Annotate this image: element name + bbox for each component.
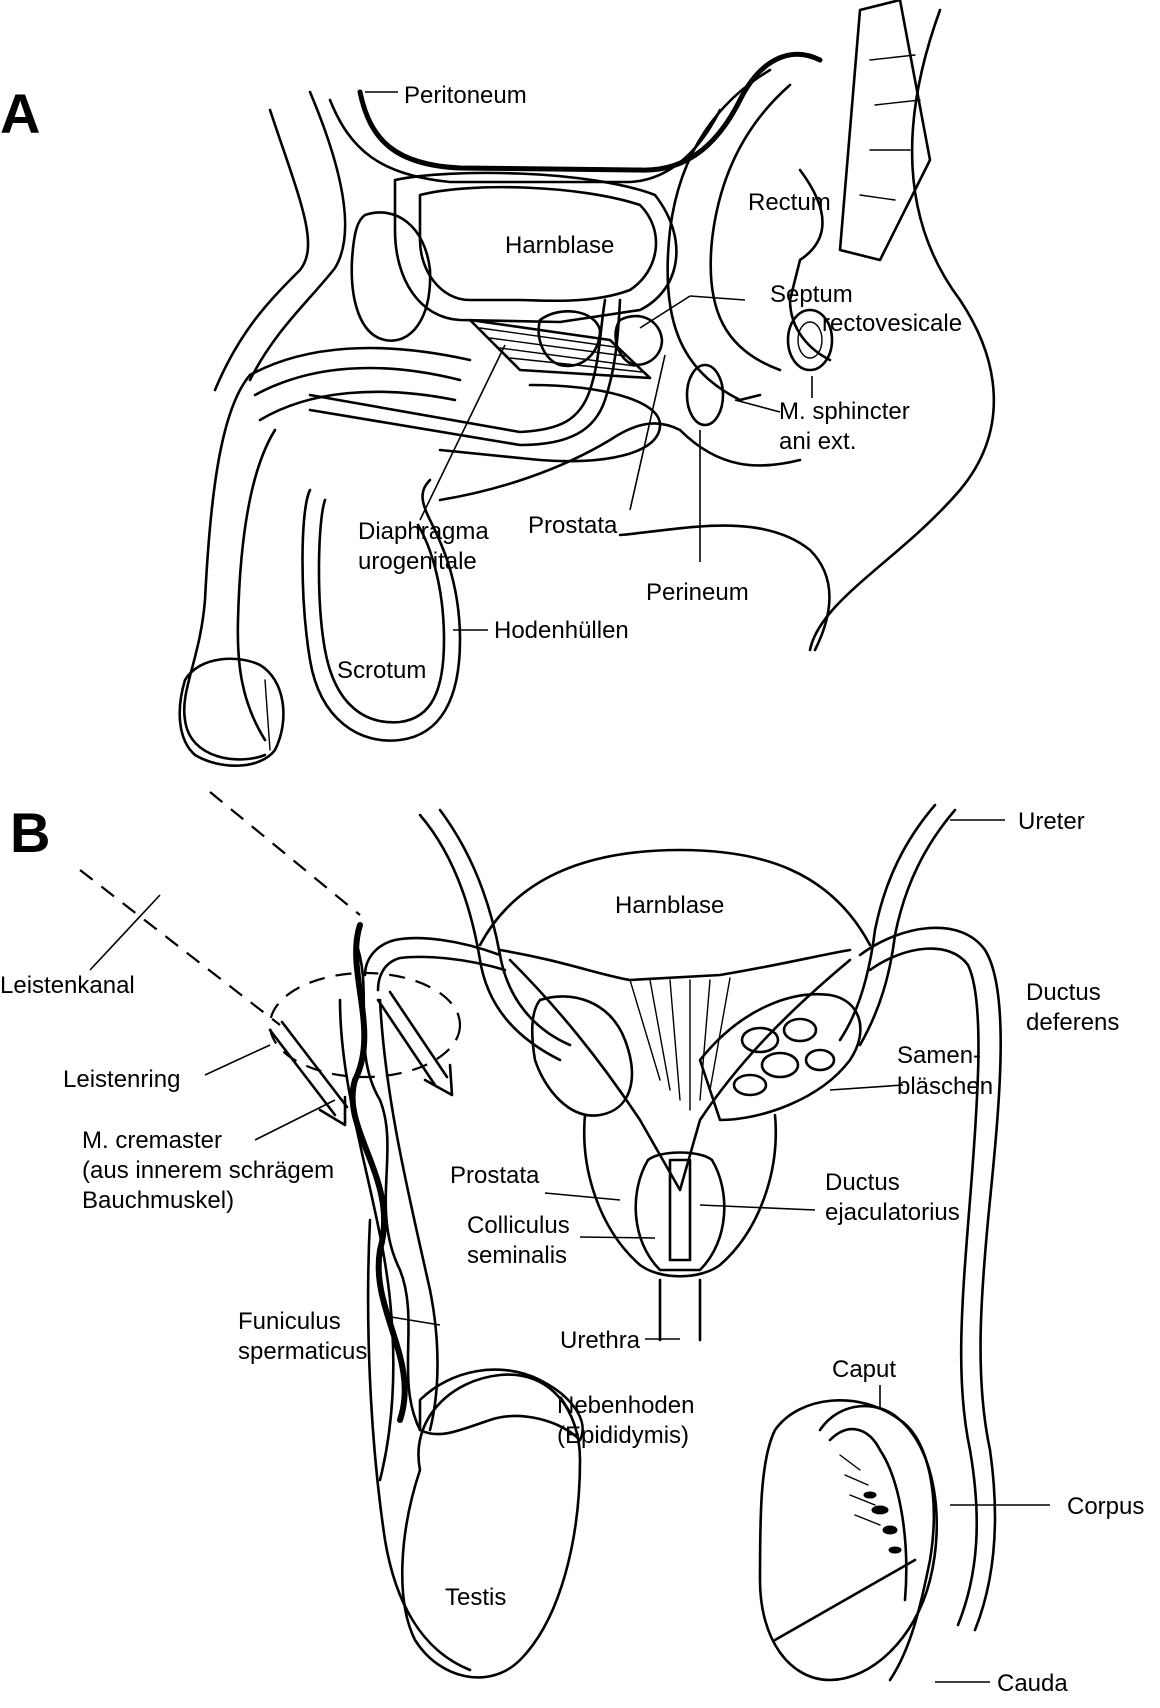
label-prostata-a: Prostata: [528, 512, 618, 539]
label-colliculus-line2: seminalis: [467, 1242, 567, 1269]
label-nebenhoden-line1: Nebenhoden: [557, 1392, 694, 1419]
label-diaphragma-line1: Diaphragma: [358, 518, 489, 545]
label-ductus-deferens-line2: deferens: [1026, 1009, 1119, 1036]
label-testis: Testis: [445, 1584, 506, 1611]
label-leistenring: Leistenring: [63, 1066, 180, 1093]
label-nebenhoden-line2: (Epididymis): [557, 1422, 689, 1449]
panel-a: A: [0, 0, 994, 766]
label-samenblaeschen-line2: bläschen: [897, 1073, 993, 1100]
label-urethra: Urethra: [560, 1327, 641, 1354]
panel-a-sagittal-section: [180, 0, 994, 766]
label-cremaster-line1: M. cremaster: [82, 1127, 222, 1154]
label-perineum: Perineum: [646, 579, 749, 606]
label-harnblase-b: Harnblase: [615, 892, 724, 919]
label-septum-line1: Septum: [770, 281, 853, 308]
label-cremaster-line3: Bauchmuskel): [82, 1187, 234, 1214]
label-harnblase-a: Harnblase: [505, 232, 614, 259]
label-sphincter-line1: M. sphincter: [779, 398, 910, 425]
label-cremaster-line2: (aus innerem schrägem: [82, 1157, 334, 1184]
label-prostata-b: Prostata: [450, 1162, 540, 1189]
label-sphincter-line2: ani ext.: [779, 428, 856, 455]
label-funiculus-line1: Funiculus: [238, 1308, 341, 1335]
label-septum-line2: rectovesicale: [822, 310, 962, 337]
label-peritoneum: Peritoneum: [404, 82, 527, 109]
panel-b-letter: B: [10, 801, 50, 864]
label-caput: Caput: [832, 1356, 896, 1383]
label-diaphragma-line2: urogenitale: [358, 548, 477, 575]
label-ductus-deferens-line1: Ductus: [1026, 979, 1101, 1006]
label-rectum: Rectum: [748, 189, 831, 216]
label-ureter: Ureter: [1018, 808, 1085, 835]
label-colliculus-line1: Colliculus: [467, 1212, 570, 1239]
label-cauda: Cauda: [997, 1670, 1068, 1697]
label-leistenkanal: Leistenkanal: [0, 972, 135, 999]
label-scrotum: Scrotum: [337, 657, 426, 684]
panel-b: B: [0, 792, 1144, 1697]
label-corpus: Corpus: [1067, 1493, 1144, 1520]
panel-a-letter: A: [0, 82, 40, 145]
label-hodenhuellen: Hodenhüllen: [494, 617, 629, 644]
label-ductus-ejaculatorius-line2: ejaculatorius: [825, 1199, 960, 1226]
label-funiculus-line2: spermaticus: [238, 1338, 367, 1365]
label-ductus-ejaculatorius-line1: Ductus: [825, 1169, 900, 1196]
label-samenblaeschen-line1: Samen-: [897, 1042, 981, 1069]
